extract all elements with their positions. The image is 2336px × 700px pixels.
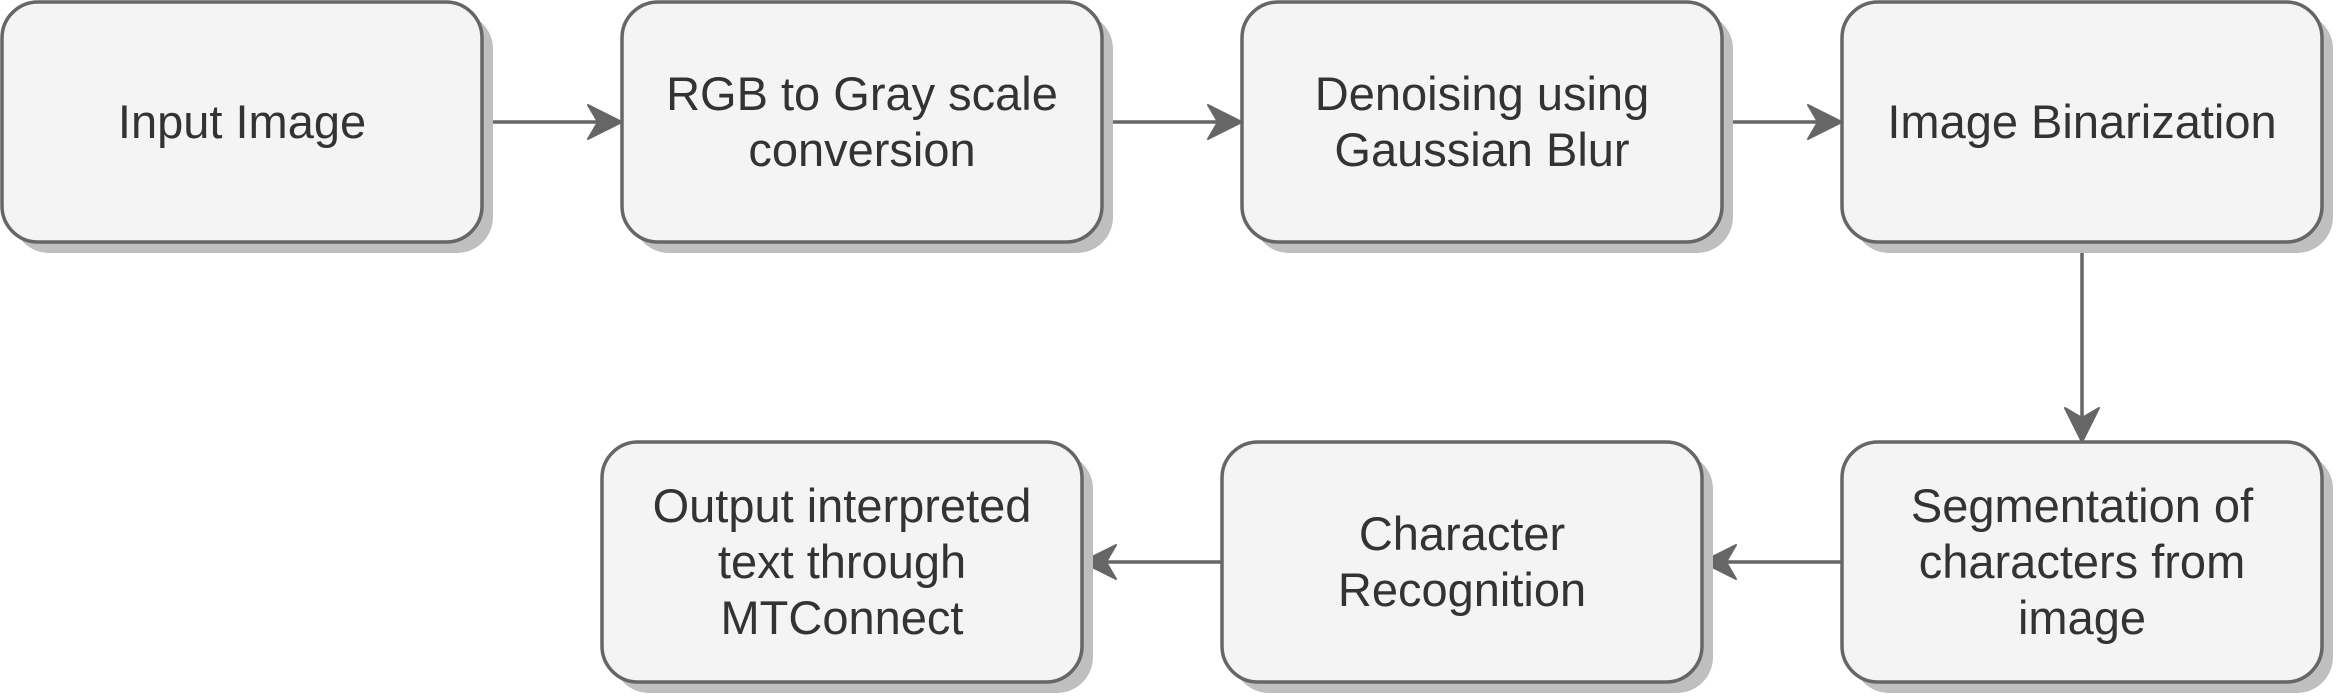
node-label-line: text through <box>718 535 966 588</box>
flow-edge-segment-to-recognize <box>1701 544 1842 580</box>
node-label-line: Segmentation of <box>1911 479 2254 532</box>
node-label-line: characters from <box>1919 535 2245 588</box>
node-label-line: image <box>2018 591 2146 644</box>
node-box <box>1840 440 2324 684</box>
flow-edge-input-to-gray <box>482 104 623 140</box>
node-box <box>1240 0 1724 244</box>
flow-edge-binarize-to-segment <box>2064 242 2100 443</box>
arrow-head-icon <box>1207 104 1243 140</box>
node-label-line: Recognition <box>1338 563 1586 616</box>
node-box <box>600 440 1084 684</box>
node-label-line: Gaussian Blur <box>1334 123 1629 176</box>
node-label-line: conversion <box>748 123 975 176</box>
node-label-line: Output interpreted <box>653 479 1032 532</box>
node-label-line: RGB to Gray scale <box>666 67 1058 120</box>
arrow-head-icon <box>587 104 623 140</box>
node-box <box>1840 0 2324 244</box>
node-label-line: Input Image <box>118 95 366 148</box>
arrow-head-icon <box>2064 407 2100 443</box>
flow-node-binarize: Image Binarization <box>1840 0 2333 253</box>
node-label-line: Character <box>1359 507 1565 560</box>
node-box <box>620 0 1104 244</box>
flow-edge-denoise-to-binarize <box>1722 104 1843 140</box>
node-box <box>0 0 484 244</box>
flow-edge-recognize-to-output <box>1081 544 1222 580</box>
flow-node-input: Input Image <box>0 0 493 253</box>
node-label-line: Image Binarization <box>1887 95 2276 148</box>
arrow-head-icon <box>1807 104 1843 140</box>
edges-layer <box>482 104 2100 580</box>
arrow-head-icon <box>1081 544 1117 580</box>
node-label-line: Denoising using <box>1315 67 1649 120</box>
arrow-head-icon <box>1701 544 1737 580</box>
node-label-line: MTConnect <box>721 591 964 644</box>
flow-edge-gray-to-denoise <box>1102 104 1243 140</box>
node-box <box>1220 440 1704 684</box>
